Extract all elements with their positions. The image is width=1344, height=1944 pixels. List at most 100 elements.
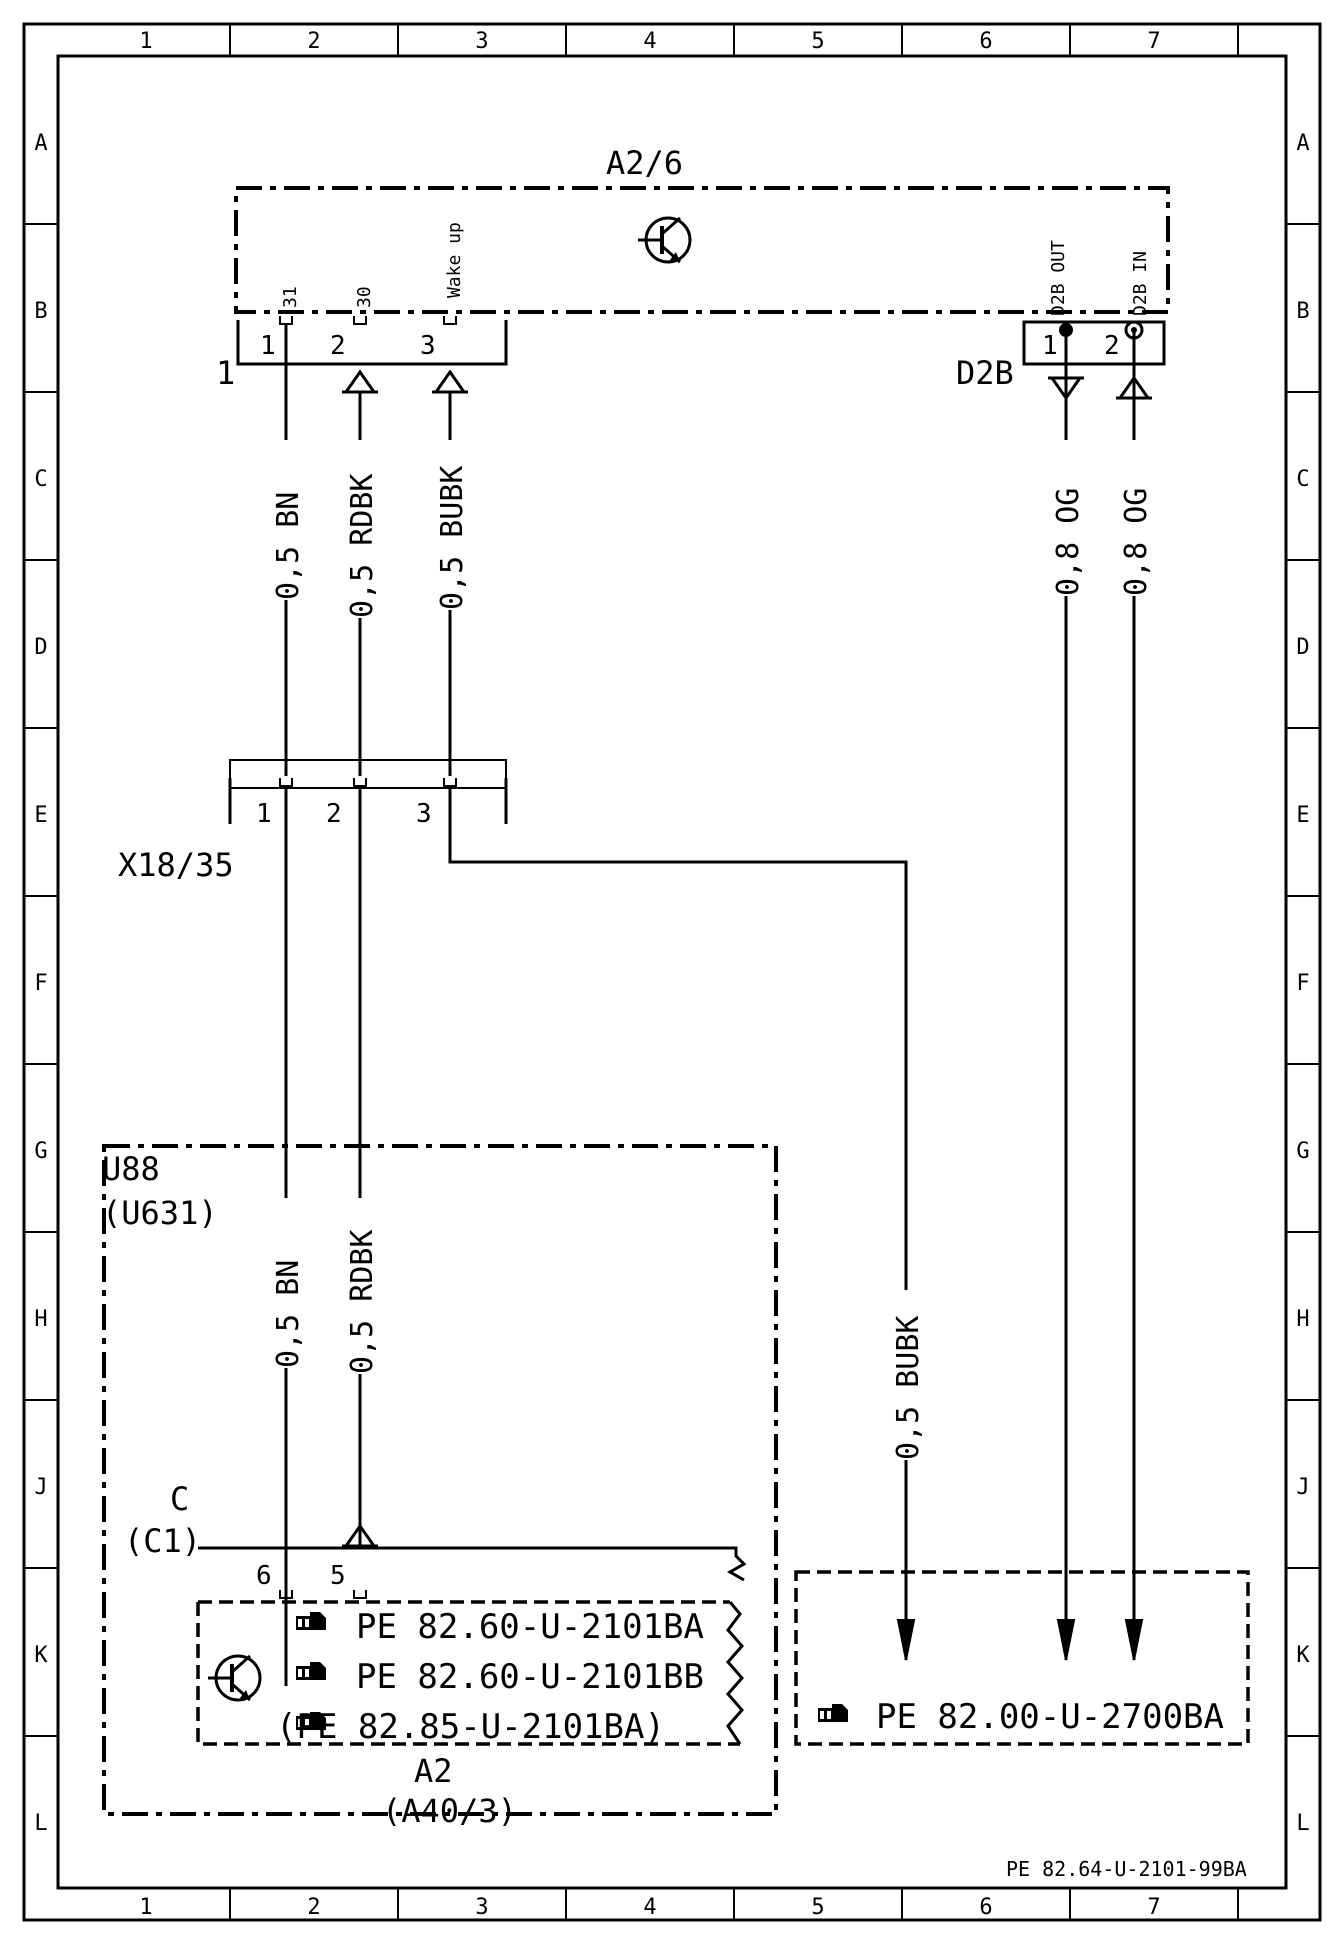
row-dividers <box>24 223 1320 1737</box>
x18-35-connector-top <box>229 759 507 789</box>
arrow-down <box>896 1619 916 1661</box>
x18-35-pin: 2 <box>326 799 342 829</box>
connector-c-label: (C1) <box>124 1522 201 1560</box>
row-label: A <box>1296 131 1309 156</box>
reference-pointer-icon <box>296 1612 326 1630</box>
transistor-icon <box>636 216 692 264</box>
connector-1-pin: 3 <box>420 331 436 361</box>
connector-c-bracket <box>198 1546 747 1582</box>
connector-1-name: 1 <box>216 354 235 392</box>
col-label: 4 <box>643 29 656 54</box>
arrow-up <box>433 369 467 394</box>
row-label: L <box>34 1811 47 1836</box>
connector-c-terminals <box>279 1590 367 1599</box>
module-u88-label: (U631) <box>102 1194 218 1232</box>
module-a2-ref: PE 82.60-U-2101BA <box>356 1607 704 1647</box>
pin-label-30: 30 <box>354 286 375 308</box>
module-u88-label: U88 <box>102 1150 160 1188</box>
d2b-in-label: D2B IN <box>1130 251 1151 316</box>
x18-35-terminals <box>279 778 457 787</box>
row-label: D <box>1296 635 1309 660</box>
module-top-box <box>234 186 1170 314</box>
outer-frame <box>22 22 1322 1922</box>
row-label: H <box>1296 1307 1309 1332</box>
column-labels-bottom: 1 2 3 4 5 6 7 <box>139 1895 1160 1920</box>
connector-1-bracket <box>236 320 508 366</box>
row-label: B <box>34 299 47 324</box>
wire-bubk-route <box>448 786 908 1290</box>
row-label: A <box>34 131 47 156</box>
arrow-down <box>1124 1619 1144 1661</box>
col-label: 7 <box>1147 1895 1160 1920</box>
row-label: G <box>34 1139 47 1164</box>
col-label: 5 <box>811 29 824 54</box>
module-right-ref: PE 82.00-U-2700BA <box>876 1697 1224 1737</box>
row-label: D <box>34 635 47 660</box>
x18-35-name: X18/35 <box>118 846 234 884</box>
row-label: B <box>1296 299 1309 324</box>
row-labels-right: A B C D E F G H J K L <box>1296 131 1310 1836</box>
row-label: E <box>1296 803 1309 828</box>
row-label: F <box>34 971 47 996</box>
connector-1-pin: 1 <box>260 331 276 361</box>
row-label: E <box>34 803 47 828</box>
connector-c-pin: 6 <box>256 1561 272 1591</box>
row-labels-left: A B C D E F G H J K L <box>34 131 48 1836</box>
col-label: 3 <box>475 29 488 54</box>
connector-c-pin: 5 <box>330 1561 346 1591</box>
col-label: 1 <box>139 29 152 54</box>
module-top-terminals <box>279 316 457 325</box>
transistor-icon <box>206 1654 262 1702</box>
d2b-pin: 1 <box>1042 331 1058 361</box>
col-label: 1 <box>139 1895 152 1920</box>
x18-35-pin: 1 <box>256 799 272 829</box>
d2b-connector <box>1022 320 1166 366</box>
connector-1-pin: 2 <box>330 331 346 361</box>
wire-label: 0,5 BUBK <box>891 1316 926 1461</box>
inner-frame <box>56 54 1288 1890</box>
module-a2-box <box>196 1602 740 1746</box>
wire-label: 0,5 BN <box>271 1260 306 1368</box>
column-dividers <box>229 24 1239 1920</box>
module-u88-box <box>102 1144 778 1816</box>
row-label: C <box>34 467 47 492</box>
connector-c-label: C <box>170 1480 189 1518</box>
col-label: 4 <box>643 1895 656 1920</box>
wire-label: 0,5 BUBK <box>435 466 470 611</box>
wire-label: 0,5 RDBK <box>345 1230 380 1375</box>
wire-label: 0,8 OG <box>1051 488 1086 596</box>
row-label: J <box>34 1475 47 1500</box>
col-label: 5 <box>811 1895 824 1920</box>
d2b-connector-name: D2B <box>956 354 1014 392</box>
d2b-pin: 2 <box>1104 331 1120 361</box>
row-label: F <box>1296 971 1309 996</box>
module-a2-ref: (PE 82.85-U-2101BA) <box>276 1707 665 1747</box>
document-id: PE 82.64-U-2101-99BA <box>1006 1857 1247 1881</box>
row-label: L <box>1296 1811 1309 1836</box>
col-label: 3 <box>475 1895 488 1920</box>
row-label: H <box>34 1307 47 1332</box>
arrow-down <box>1056 1619 1076 1661</box>
module-right-box <box>794 1570 1250 1746</box>
wire-label: 0,5 BN <box>271 492 306 600</box>
module-a2-ref: PE 82.60-U-2101BB <box>356 1657 704 1697</box>
module-top-title: A2/6 <box>606 144 683 182</box>
row-label: C <box>1296 467 1309 492</box>
col-label: 6 <box>979 1895 992 1920</box>
x18-35-pin: 3 <box>416 799 432 829</box>
row-label: J <box>1296 1475 1309 1500</box>
row-label: K <box>34 1643 48 1668</box>
reference-pointer-icon <box>818 1704 848 1722</box>
module-a2-break <box>726 1601 744 1745</box>
col-label: 7 <box>1147 29 1160 54</box>
row-label: K <box>1296 1643 1310 1668</box>
wire-label: 0,5 RDBK <box>345 474 380 619</box>
reference-pointer-icon <box>296 1662 326 1680</box>
wire-label: 0,8 OG <box>1119 488 1154 596</box>
module-a2-name: A2 <box>414 1752 453 1790</box>
row-label: G <box>1296 1139 1309 1164</box>
pin-label-wakeup: Wake up <box>444 222 465 298</box>
arrow-up <box>343 369 377 394</box>
column-labels-top: 1 2 3 4 5 6 7 <box>139 29 1160 54</box>
